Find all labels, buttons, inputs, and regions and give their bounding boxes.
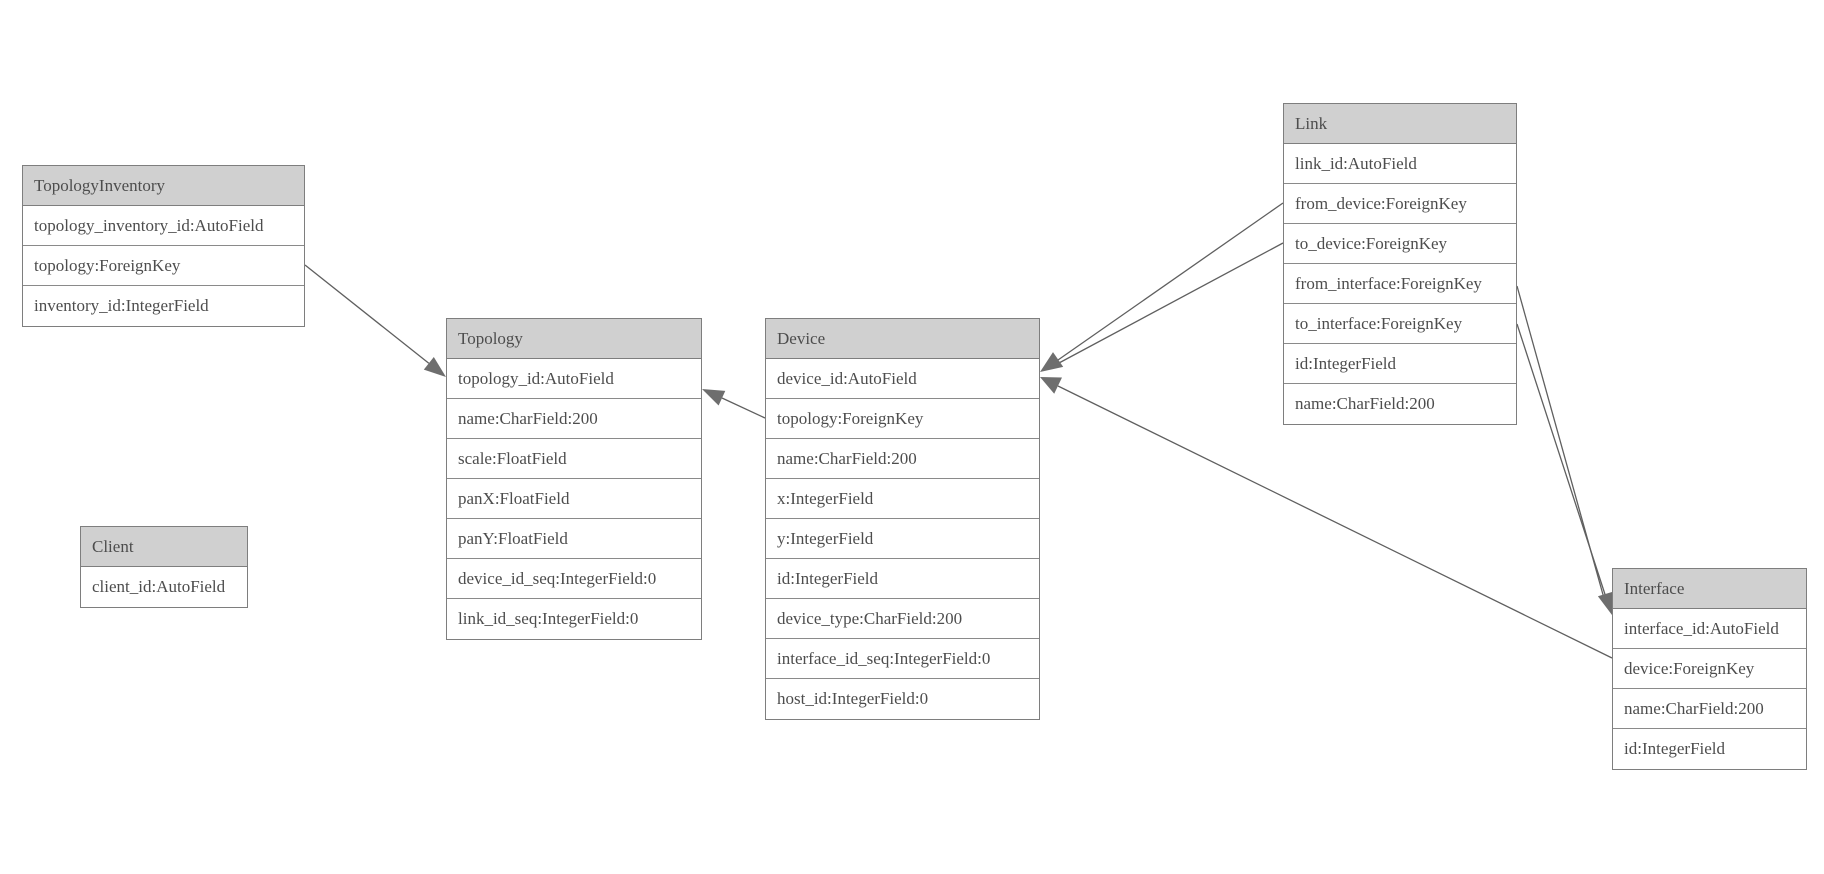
entity-client-title: Client — [81, 527, 247, 567]
field-row: name:CharField:200 — [447, 399, 701, 439]
relation-line-link-tointerface-interface — [1516, 323, 1608, 601]
arrowhead-link-device — [1040, 352, 1064, 372]
entity-device-title: Device — [766, 319, 1039, 359]
arrowhead-topologyinventory-topology — [423, 357, 446, 377]
relation-line-device-topology — [721, 397, 766, 419]
entity-interface: Interface interface_id:AutoField device:… — [1612, 568, 1807, 770]
field-row: device_type:CharField:200 — [766, 599, 1039, 639]
arrowhead-device-topology — [702, 389, 726, 406]
field-row: to_device:ForeignKey — [1284, 224, 1516, 264]
field-row: id:IntegerField — [1284, 344, 1516, 384]
field-row: topology:ForeignKey — [766, 399, 1039, 439]
field-row: panX:FloatField — [447, 479, 701, 519]
arrowhead-interface-device — [1040, 377, 1062, 394]
relation-line-interface-device — [1057, 385, 1613, 659]
entity-topology-inventory: TopologyInventory topology_inventory_id:… — [22, 165, 305, 327]
field-row: inventory_id:IntegerField — [23, 286, 304, 326]
relation-line-link-todevice-device — [1058, 242, 1284, 364]
field-row: from_device:ForeignKey — [1284, 184, 1516, 224]
entity-link-title: Link — [1284, 104, 1516, 144]
field-row: device:ForeignKey — [1613, 649, 1806, 689]
entity-topology: Topology topology_id:AutoField name:Char… — [446, 318, 702, 640]
field-row: device_id_seq:IntegerField:0 — [447, 559, 701, 599]
entity-client: Client client_id:AutoField — [80, 526, 248, 608]
field-row: interface_id_seq:IntegerField:0 — [766, 639, 1039, 679]
field-row: device_id:AutoField — [766, 359, 1039, 399]
field-row: client_id:AutoField — [81, 567, 247, 607]
field-row: topology_id:AutoField — [447, 359, 701, 399]
field-row: to_interface:ForeignKey — [1284, 304, 1516, 344]
entity-topology-title: Topology — [447, 319, 701, 359]
entity-device: Device device_id:AutoField topology:Fore… — [765, 318, 1040, 720]
field-row: id:IntegerField — [1613, 729, 1806, 769]
entity-link: Link link_id:AutoField from_device:Forei… — [1283, 103, 1517, 425]
field-row: id:IntegerField — [766, 559, 1039, 599]
relation-line-topologyinventory-topology — [304, 264, 430, 364]
relation-line-link-fromdevice-device — [1057, 202, 1284, 361]
field-row: link_id:AutoField — [1284, 144, 1516, 184]
field-row: topology:ForeignKey — [23, 246, 304, 286]
field-row: x:IntegerField — [766, 479, 1039, 519]
field-row: topology_inventory_id:AutoField — [23, 206, 304, 246]
arrowhead-link-interface — [1597, 591, 1614, 615]
field-row: scale:FloatField — [447, 439, 701, 479]
field-row: y:IntegerField — [766, 519, 1039, 559]
field-row: name:CharField:200 — [1284, 384, 1516, 424]
field-row: panY:FloatField — [447, 519, 701, 559]
field-row: name:CharField:200 — [766, 439, 1039, 479]
field-row: from_interface:ForeignKey — [1284, 264, 1516, 304]
field-row: name:CharField:200 — [1613, 689, 1806, 729]
field-row: host_id:IntegerField:0 — [766, 679, 1039, 719]
field-row: interface_id:AutoField — [1613, 609, 1806, 649]
field-row: link_id_seq:IntegerField:0 — [447, 599, 701, 639]
entity-interface-title: Interface — [1613, 569, 1806, 609]
entity-topology-inventory-title: TopologyInventory — [23, 166, 304, 206]
